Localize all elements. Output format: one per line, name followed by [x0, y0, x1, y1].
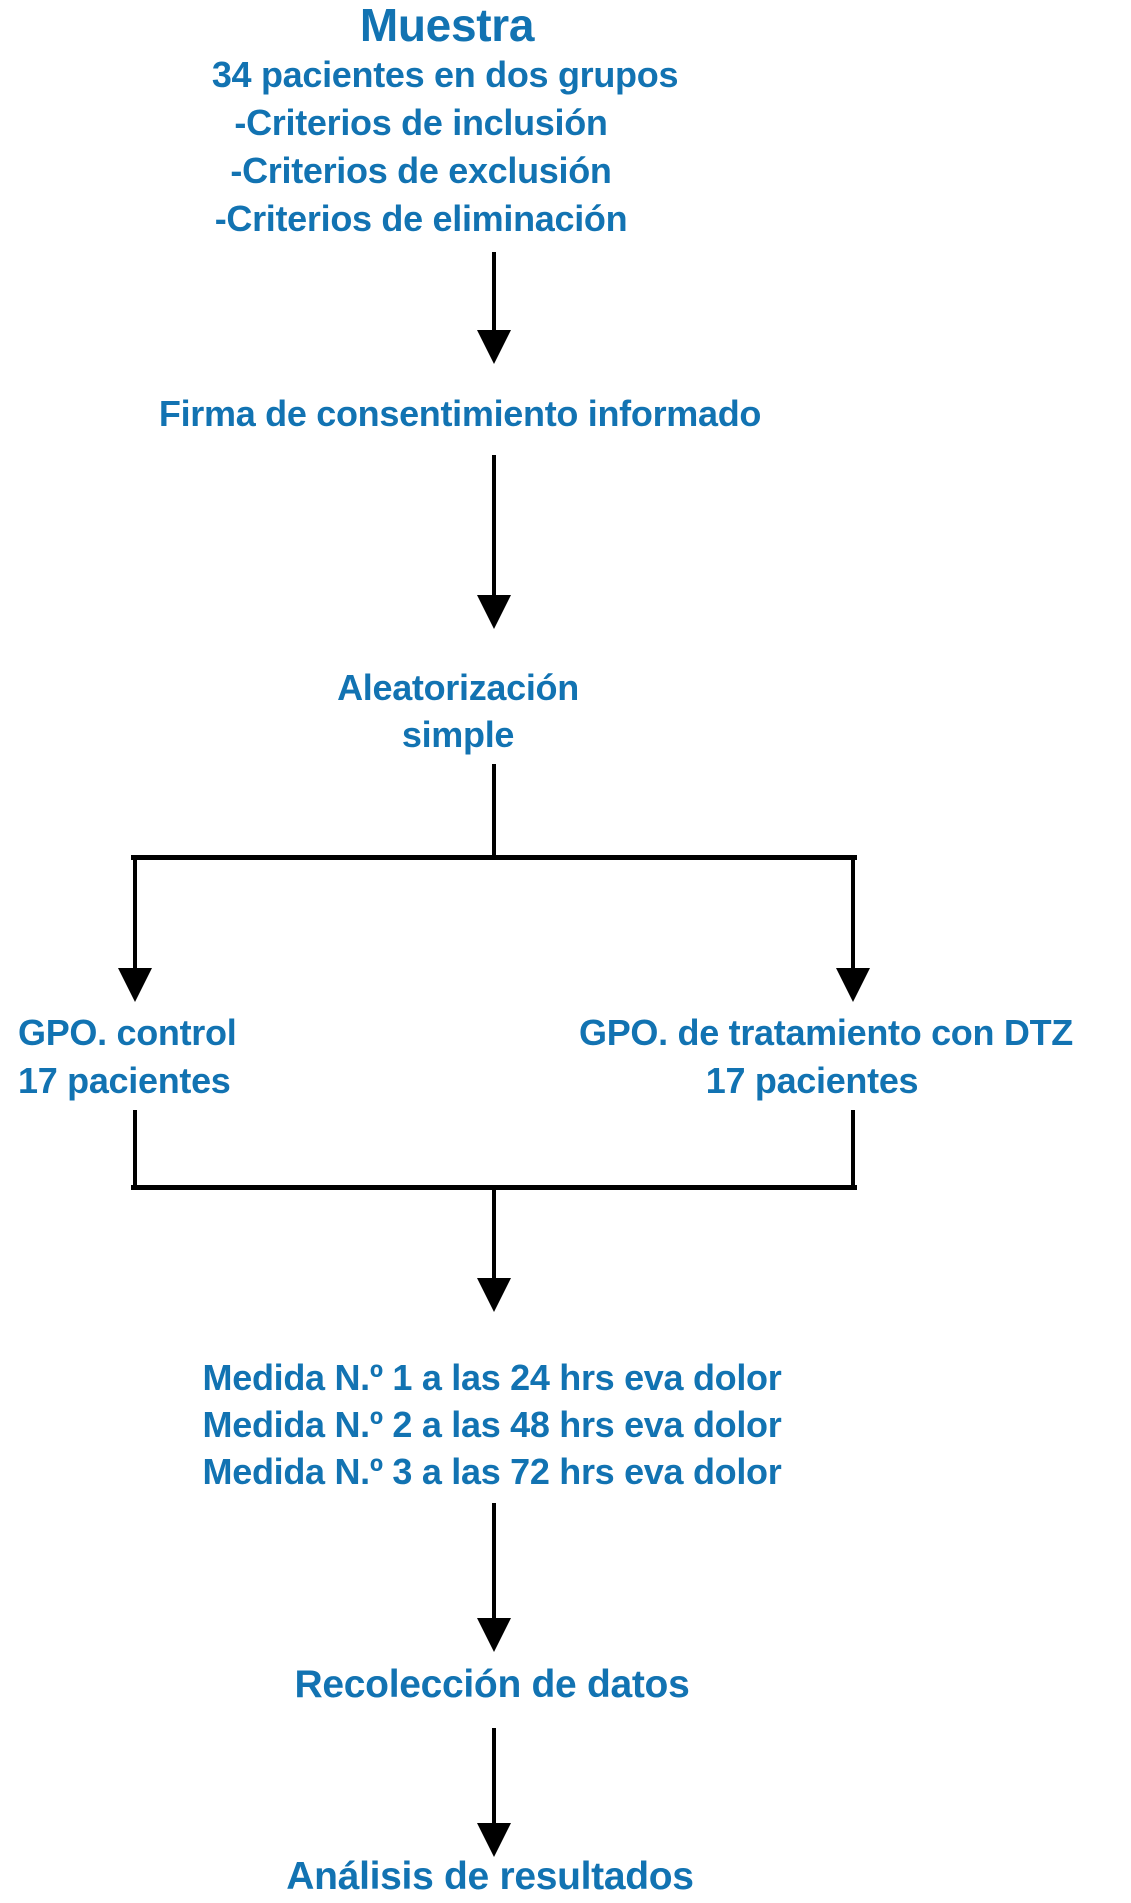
measure-3: Medida N.º 3 a las 72 hrs eva dolor [202, 1451, 782, 1492]
arrow-down-icon [477, 1618, 511, 1652]
connector-line [492, 252, 496, 332]
consent-label: Firma de consentimiento informado [158, 393, 762, 434]
group-left-size: 17 pacientes [18, 1060, 231, 1101]
arrow-down-icon [477, 1278, 511, 1312]
arrow-down-icon [477, 595, 511, 629]
arrow-down-icon [477, 1823, 511, 1857]
measure-1: Medida N.º 1 a las 24 hrs eva dolor [202, 1357, 782, 1398]
randomization-line1: Aleatorización [337, 667, 579, 708]
randomization-line2: simple [401, 714, 515, 755]
analysis-label: Análisis de resultados [286, 1855, 694, 1898]
connector-line [133, 855, 137, 970]
group-right-size: 17 pacientes [705, 1060, 919, 1101]
arrow-down-icon [836, 968, 870, 1002]
criteria-elimination: -Criterios de eliminación [214, 198, 628, 239]
connector-line [851, 855, 855, 970]
group-left-name: GPO. control [18, 1012, 237, 1053]
data-collection-label: Recolección de datos [294, 1663, 690, 1706]
connector-line [851, 1110, 855, 1190]
connector-line [133, 1110, 137, 1190]
connector-line [492, 1728, 496, 1825]
connector-line [492, 1503, 496, 1620]
criteria-exclusion: -Criterios de exclusión [230, 150, 612, 191]
split-bar-line [131, 855, 857, 860]
group-right-name: GPO. de tratamiento con DTZ [579, 1012, 1073, 1053]
measure-2: Medida N.º 2 a las 48 hrs eva dolor [202, 1404, 782, 1445]
sample-title: Muestra [359, 0, 535, 51]
criteria-inclusion: -Criterios de inclusión [234, 102, 608, 143]
arrow-down-icon [477, 330, 511, 364]
connector-line [492, 455, 496, 596]
sample-subtitle: 34 pacientes en dos grupos [211, 54, 679, 95]
connector-line [492, 764, 496, 858]
arrow-down-icon [118, 968, 152, 1002]
connector-line [492, 1185, 496, 1280]
